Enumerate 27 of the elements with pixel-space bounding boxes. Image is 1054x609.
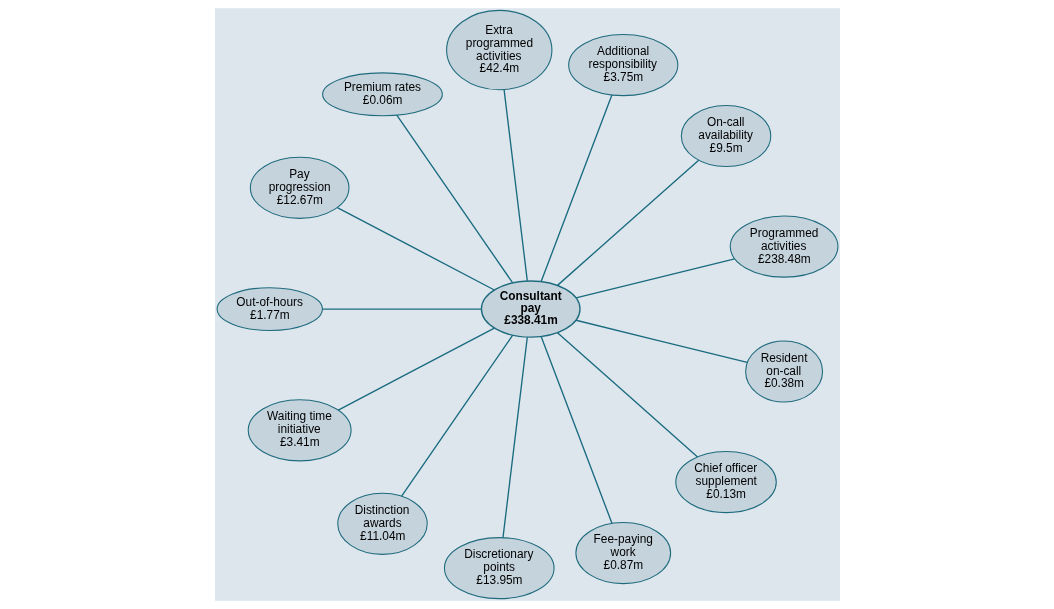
connector: [574, 258, 735, 299]
node-ellipse: Resident on-call £0.38m: [744, 340, 823, 403]
node-ellipse: Fee-paying work £0.87m: [574, 522, 671, 585]
node-ellipse: Additional responsibility £3.75m: [567, 34, 678, 97]
node-ellipse: Waiting time initiative £3.41m: [247, 399, 352, 462]
node-ellipse: Consultant pay £338.41m: [480, 280, 581, 338]
node-ellipse: Discretionary points £13.95m: [443, 537, 555, 600]
node-ellipse: Programmed activities £238.48m: [729, 215, 838, 278]
connector: [502, 88, 528, 282]
connector: [336, 206, 495, 291]
connector: [400, 334, 513, 497]
node-ellipse: Chief officer supplement £0.13m: [674, 451, 777, 514]
connector: [321, 308, 482, 310]
node-ellipse: Distinction awards £11.04m: [336, 492, 428, 555]
connector: [556, 159, 699, 287]
connector: [574, 319, 748, 364]
node-ellipse: Premium rates £0.06m: [321, 72, 443, 117]
node-ellipse: On-call availability £9.5m: [680, 104, 771, 168]
connector: [395, 114, 513, 284]
node-ellipse: Out-of-hours £1.77m: [216, 287, 323, 332]
connector: [540, 336, 613, 525]
connector: [501, 336, 528, 539]
connector: [540, 94, 613, 282]
node-ellipse: Pay progression £12.67m: [249, 156, 349, 219]
node-ellipse: Extra programmed activities £42.4m: [445, 9, 552, 91]
connector: [337, 327, 495, 411]
connector: [556, 332, 698, 458]
